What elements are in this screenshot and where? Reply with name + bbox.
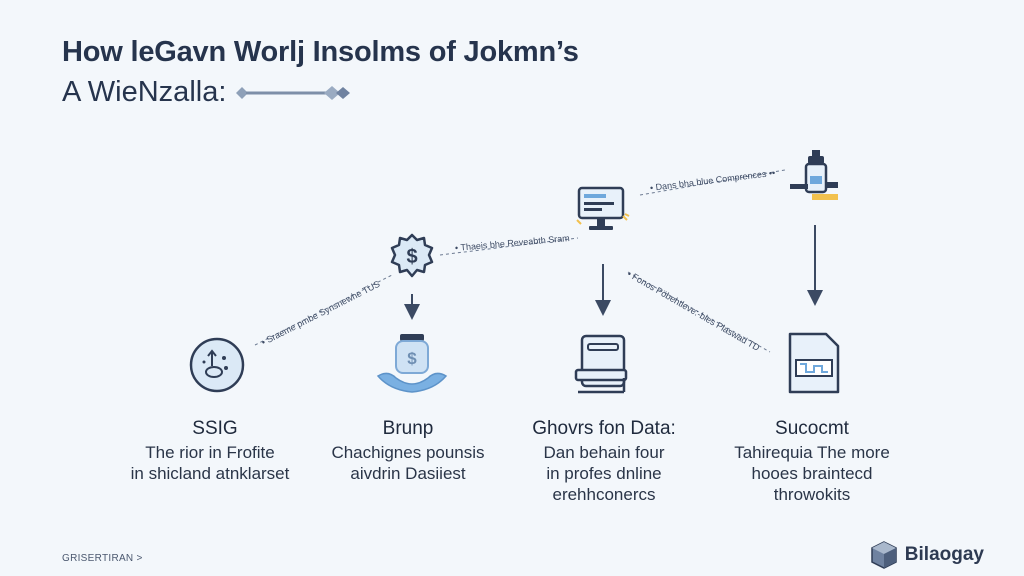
dollar-gear-icon: $ <box>390 233 434 278</box>
column-desc-1: The rior in Frofite in shicland atnklars… <box>90 442 330 484</box>
column-title-4: Sucocmt <box>775 418 849 439</box>
desc-line: throwokits <box>773 485 851 504</box>
desc-line: in shicland atnklarset <box>130 464 290 483</box>
column-title-1: SSIG <box>192 418 238 439</box>
page-subtitle: A WieNzalla: <box>62 76 352 109</box>
desc-line: in profes dnline <box>546 464 662 483</box>
desc-line: erehhconercs <box>552 485 656 504</box>
svg-text:$: $ <box>406 246 417 268</box>
cube-logo-icon <box>871 541 897 569</box>
bottle-device-icon <box>790 150 838 200</box>
connector-line-3 <box>639 169 786 196</box>
document-stack-icon <box>574 334 628 394</box>
desc-line: Chachignes pounsis <box>331 443 485 462</box>
svg-text:$: $ <box>407 349 417 368</box>
sim-card-icon <box>788 332 840 394</box>
desc-line: aivdrin Dasiiest <box>350 464 466 483</box>
page-title: How leGavn Worlj Insolms of Jokmn’s <box>62 36 579 68</box>
subtitle-text: A WieNzalla: <box>62 76 227 108</box>
connector-line-2 <box>439 237 579 256</box>
desc-line: The rior in Frofite <box>145 443 275 462</box>
footer-link[interactable]: GRISERTIRAN > <box>62 553 143 564</box>
column-title-2: Brunp <box>382 418 434 439</box>
column-title-3: Ghovrs fon Data: <box>532 418 676 439</box>
atom-tools-icon <box>189 337 245 393</box>
desc-line: hooes braintecd <box>751 464 873 483</box>
desc-line: Tahirequia The more <box>734 443 890 462</box>
connector-line-1 <box>254 274 393 346</box>
arrow-decoration-icon <box>236 85 351 100</box>
column-desc-4: Tahirequia The more hooes braintecd thro… <box>692 442 932 505</box>
column-desc-3: Dan behain four in profes dnline erehhco… <box>484 442 724 505</box>
column-desc-2: Chachignes pounsis aivdrin Dasiiest <box>288 442 528 484</box>
brand-logo: Bilaogay <box>869 540 984 570</box>
money-hand-icon: $ <box>376 334 448 393</box>
desc-line: Dan behain four <box>543 443 665 462</box>
brand-name: Bilaogay <box>904 544 984 565</box>
computer-icon <box>576 186 630 230</box>
